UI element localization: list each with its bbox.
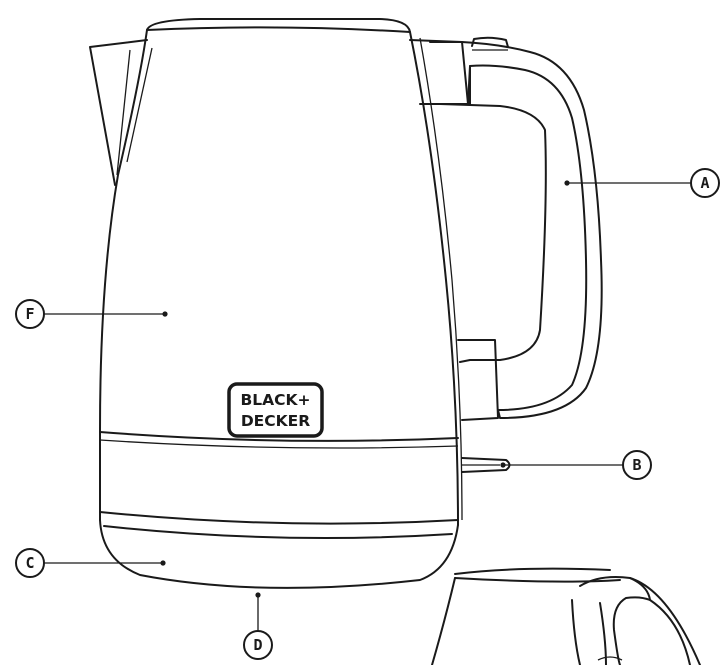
kettle-handle bbox=[409, 39, 603, 419]
callout-label-d: D bbox=[253, 636, 262, 654]
callout-c: C bbox=[15, 548, 166, 578]
kettle-band bbox=[99, 431, 459, 442]
kettle-body-right bbox=[409, 31, 459, 526]
kettle-lid bbox=[146, 18, 411, 33]
lid-release-button bbox=[471, 36, 509, 48]
callout-label-a: A bbox=[700, 174, 709, 192]
callout-b: B bbox=[500, 450, 652, 480]
brand-logo-frame bbox=[227, 382, 324, 438]
callout-d: D bbox=[243, 592, 273, 660]
kettle-base bbox=[99, 511, 459, 525]
callout-a: A bbox=[564, 168, 720, 198]
brand-logo-line2: DECKER bbox=[241, 412, 310, 430]
kettle-body-left bbox=[99, 29, 148, 521]
brand-logo-line1: BLACK+ bbox=[240, 391, 310, 409]
callout-label-c: C bbox=[25, 554, 34, 572]
kettle-spout bbox=[89, 39, 148, 186]
callout-label-b: B bbox=[632, 456, 641, 474]
callout-label-f: F bbox=[25, 305, 34, 323]
kettle-secondary-partial bbox=[431, 567, 701, 665]
callout-f: F bbox=[15, 299, 168, 329]
kettle-main: BLACK+ DECKER bbox=[89, 18, 603, 589]
